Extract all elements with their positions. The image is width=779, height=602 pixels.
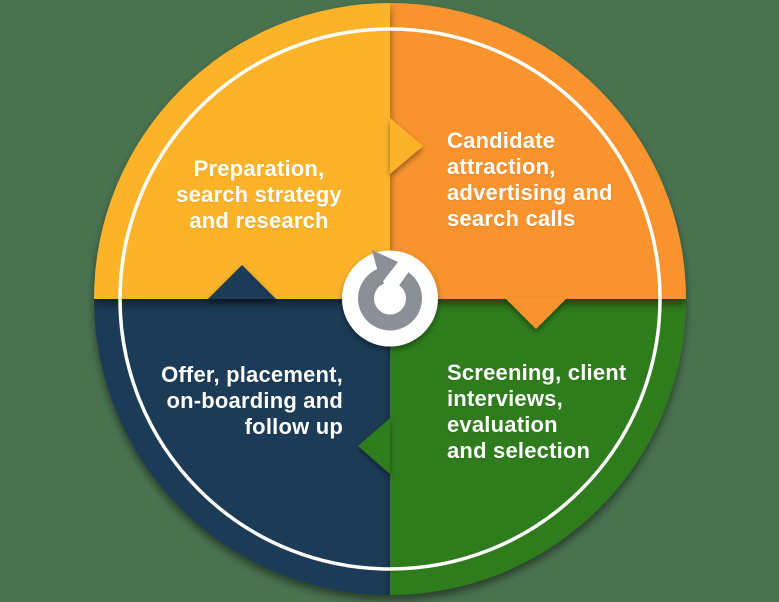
quadrant-bottom-right-shape [390, 299, 686, 595]
quadrant-label-top-right: Candidate attraction, advertising and se… [447, 128, 613, 232]
label-line: follow up [244, 414, 343, 439]
quadrant-label-top-left: Preparation, search strategy and researc… [119, 156, 399, 234]
label-line: and selection [447, 438, 591, 463]
label-line: and research [189, 208, 329, 233]
label-line: Screening, client [447, 360, 627, 385]
tab-topright-to-bottomright-icon [505, 298, 567, 329]
label-line: on-boarding and [166, 388, 343, 413]
label-line: advertising and [447, 180, 613, 205]
label-line: evaluation [447, 412, 558, 437]
quadrant-label-bottom-right: Screening, client interviews, evaluation… [447, 360, 626, 464]
label-line: attraction, [447, 154, 556, 179]
tab-bottomleft-to-topleft-icon [208, 265, 276, 299]
label-line: Preparation, [193, 156, 325, 181]
label-line: search strategy [176, 182, 342, 207]
refresh-arrow-arc [358, 268, 422, 331]
center-medallion [342, 250, 438, 347]
cycle-refresh-arrow-icon [342, 250, 438, 347]
quadrant-bottom-left-shape [94, 299, 390, 595]
label-line: interviews, [447, 386, 563, 411]
quadrant-top-left-shape [94, 3, 390, 299]
quadrant-label-bottom-left: Offer, placement, on-boarding and follow… [161, 362, 343, 440]
tab-topleft-to-topright-icon [390, 118, 423, 174]
quadrant-top-right-shape [390, 3, 686, 299]
label-line: Candidate [447, 128, 556, 153]
inner-ring [118, 27, 662, 571]
label-line: Offer, placement, [161, 362, 343, 387]
label-line: search calls [447, 206, 576, 231]
tab-bottomright-to-bottomleft-icon [358, 418, 390, 474]
refresh-arrow-head [372, 250, 398, 284]
